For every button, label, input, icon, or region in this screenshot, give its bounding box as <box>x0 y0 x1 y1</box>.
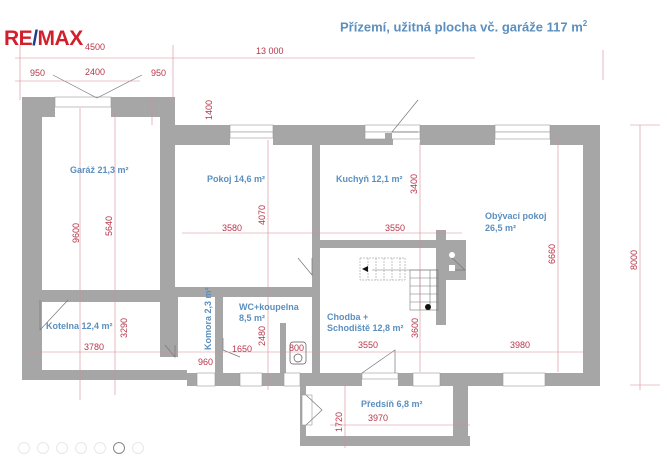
toilet-icon <box>289 341 307 365</box>
dim-4070: 4070 <box>257 205 267 225</box>
dim-950-right: 950 <box>151 68 166 78</box>
room-pokoj: Pokoj 14,6 m² <box>207 174 265 184</box>
toolbar-button-3[interactable] <box>56 442 68 454</box>
chimney-flue <box>449 265 455 271</box>
plan-title-text: Přízemí, užitná plocha vč. garáže 117 m <box>340 19 583 35</box>
dim-1720: 1720 <box>334 412 344 432</box>
toolbar-button-2[interactable] <box>37 442 49 454</box>
dim-13000: 13 000 <box>256 46 284 56</box>
walls <box>22 97 600 446</box>
room-garage: Garáž 21,3 m² <box>70 165 129 175</box>
logo-max: MAX <box>37 27 84 50</box>
window-mullions <box>385 133 392 139</box>
dim-3400: 3400 <box>409 174 419 194</box>
plan-title-sup: 2 <box>582 19 588 28</box>
toolbar-button-5[interactable] <box>94 442 106 454</box>
dim-3550-top: 3550 <box>385 223 405 233</box>
logo-re: RE <box>4 27 33 50</box>
room-wc-koupelna: WC+koupelna <box>239 302 300 312</box>
room-obyvaci-pokoj: Obývací pokoj <box>485 211 547 221</box>
dim-3550-bottom: 3550 <box>358 340 378 350</box>
logo-slash: / <box>32 27 38 50</box>
remax-logo: RE/MAX <box>4 27 83 51</box>
room-komora: Komora 2,3 m² <box>203 287 213 350</box>
dim-5640: 5640 <box>104 216 114 236</box>
staircase <box>359 257 406 281</box>
room-chodba-area: Schodiště 12,8 m² <box>327 323 404 333</box>
plan-title: Přízemí, užitná plocha vč. garáže 117 m2 <box>340 19 587 34</box>
toolbar-button-7[interactable] <box>132 442 144 454</box>
dim-2400: 2400 <box>85 67 105 77</box>
toolbar-button-4[interactable] <box>75 442 87 454</box>
dim-8000: 8000 <box>629 250 639 270</box>
chimney-circle <box>449 252 455 258</box>
stair-start-dot <box>425 304 431 310</box>
dim-3580: 3580 <box>222 223 242 233</box>
room-obyvaci-pokoj-area: 26,5 m² <box>485 223 516 233</box>
windows <box>54 96 551 426</box>
stair-arrow-icon <box>362 266 368 272</box>
room-predsin: Předsíň 6,8 m² <box>361 399 423 409</box>
toilet-bowl <box>293 353 303 363</box>
dim-1400: 1400 <box>204 100 214 120</box>
room-chodba: Chodba + <box>327 312 368 322</box>
toolbar-button-1[interactable] <box>18 442 30 454</box>
dim-1650: 1650 <box>232 344 252 354</box>
dimension-lines <box>15 45 660 448</box>
dim-3600: 3600 <box>410 318 420 338</box>
toolbar-button-6[interactable] <box>113 442 125 454</box>
dim-3970: 3970 <box>368 413 388 423</box>
dim-950-left: 950 <box>30 68 45 78</box>
dim-3780: 3780 <box>84 342 104 352</box>
room-kuchyn: Kuchyň 12,1 m² <box>336 174 403 184</box>
dim-9600: 9600 <box>71 223 81 243</box>
dim-800: 800 <box>289 343 304 353</box>
dim-4500: 4500 <box>85 42 105 52</box>
dim-3290: 3290 <box>119 318 129 338</box>
doors <box>39 74 466 426</box>
dim-960: 960 <box>198 357 213 367</box>
room-kotelna: Kotelna 12,4 m² <box>46 321 113 331</box>
room-wc-koupelna-area: 8,5 m² <box>239 313 265 323</box>
dim-3980: 3980 <box>510 340 530 350</box>
dim-2480: 2480 <box>257 326 267 346</box>
viewer-toolbar <box>18 442 144 454</box>
dim-6660: 6660 <box>547 244 557 264</box>
